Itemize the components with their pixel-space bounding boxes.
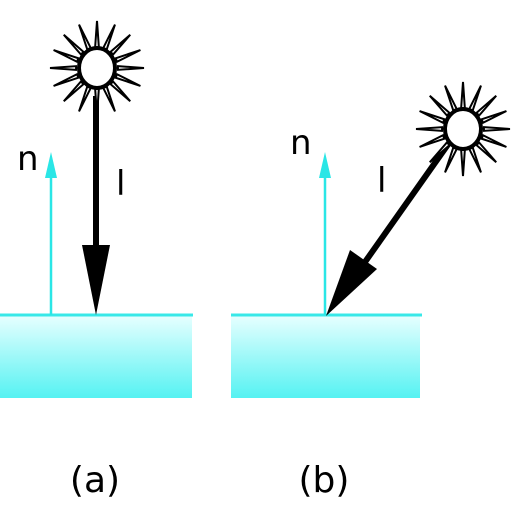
sun-ray bbox=[419, 110, 446, 125]
sun-ray bbox=[482, 126, 511, 132]
surface-block-a bbox=[0, 315, 192, 398]
sun-ray bbox=[415, 126, 444, 132]
sun-ray bbox=[101, 85, 116, 112]
sun-ray bbox=[475, 141, 497, 163]
sun-ray bbox=[480, 110, 507, 125]
sun-ray bbox=[114, 72, 141, 87]
sun-ray bbox=[94, 20, 100, 49]
sun-icon bbox=[415, 81, 511, 177]
normal-arrow-a bbox=[45, 152, 57, 315]
sun-ray bbox=[429, 95, 451, 117]
light-arrow-a bbox=[82, 96, 110, 315]
sun-ray bbox=[467, 85, 482, 112]
sun-ray bbox=[480, 133, 507, 148]
sun-ray bbox=[53, 49, 80, 64]
sun-ray bbox=[109, 80, 131, 102]
normal-label-b: n bbox=[290, 123, 312, 163]
caption-b: (b) bbox=[299, 460, 350, 501]
sun-ray bbox=[78, 85, 93, 112]
normal-label-a: n bbox=[17, 139, 39, 179]
sun-ray bbox=[419, 133, 446, 148]
light-label-b: l bbox=[377, 161, 386, 201]
normal-arrow-b bbox=[319, 152, 331, 315]
sun-ray bbox=[63, 34, 85, 56]
sun-ray bbox=[49, 65, 78, 71]
sun-ray bbox=[116, 65, 145, 71]
panel-b: n l (b) bbox=[231, 81, 511, 501]
sun-ray bbox=[78, 24, 93, 51]
sun-ray bbox=[114, 49, 141, 64]
light-label-a: l bbox=[116, 164, 125, 204]
sun-ray bbox=[460, 81, 466, 110]
sun-ray bbox=[467, 146, 482, 173]
sun-ray bbox=[460, 148, 466, 177]
sun-ray bbox=[63, 80, 85, 102]
sun-icon bbox=[49, 20, 145, 116]
panel-a: n l (a) bbox=[0, 20, 193, 501]
sun-ray bbox=[109, 34, 131, 56]
caption-a: (a) bbox=[70, 460, 120, 501]
sun-disc bbox=[443, 107, 483, 151]
sun-ray bbox=[101, 24, 116, 51]
light-arrow-b bbox=[326, 141, 452, 316]
sun-ray bbox=[475, 95, 497, 117]
sun-ray bbox=[53, 72, 80, 87]
surface-block-b bbox=[231, 315, 420, 398]
sun-disc bbox=[77, 46, 117, 90]
sun-ray bbox=[444, 85, 459, 112]
